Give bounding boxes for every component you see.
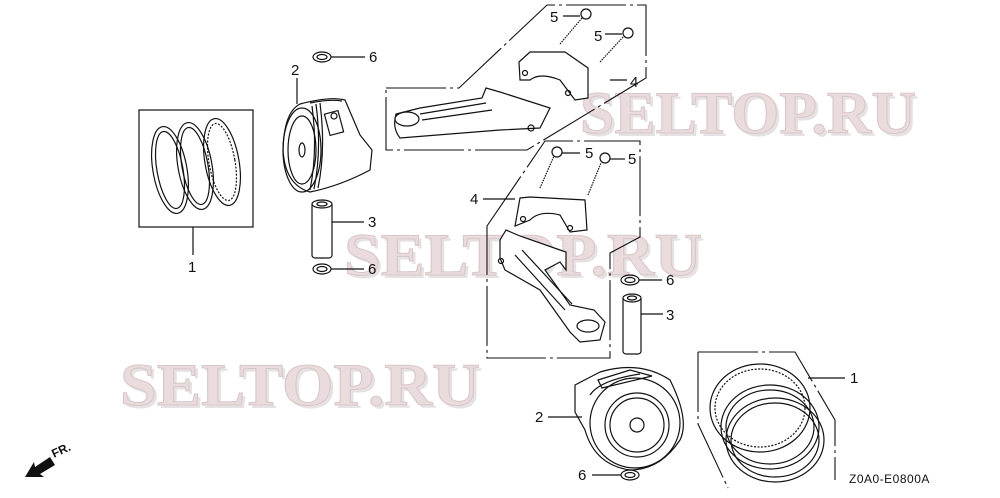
- callout-6-middle: 6: [666, 272, 674, 289]
- piston-lower: [548, 366, 684, 471]
- callout-1-lower: 1: [850, 370, 858, 387]
- callout-6-lower: 6: [578, 467, 586, 484]
- callout-1-upper: 1: [188, 259, 196, 276]
- connecting-rod-bolt-middle-2: [587, 152, 625, 196]
- connecting-rod-upper: [385, 4, 647, 151]
- piston-pin-upper: [311, 199, 364, 259]
- piston-pin-clip-lower: [592, 469, 640, 481]
- svg-text:SELTOP.RU: SELTOP.RU: [583, 83, 919, 149]
- svg-text:SELTOP.RU: SELTOP.RU: [120, 352, 480, 418]
- callout-5-middle-1: 5: [585, 145, 593, 162]
- drawing-code: Z0A0-E0800A: [849, 472, 930, 486]
- watermark-bottom-left: SELTOP.RU SELTOP.RU: [120, 352, 484, 422]
- watermark-top-right: SELTOP.RU SELTOP.RU: [580, 80, 920, 150]
- front-direction-label: FR.: [49, 440, 72, 461]
- piston-upper: [282, 78, 373, 193]
- piston-pin-clip-middle: [620, 274, 662, 286]
- piston-pin-clip-upper-top: [312, 51, 365, 63]
- front-direction-arrow-icon: [25, 457, 55, 477]
- callout-3-middle: 3: [666, 307, 674, 324]
- callout-6-upper-top: 6: [369, 49, 377, 66]
- callout-2-lower: 2: [535, 409, 543, 426]
- connecting-rod-bolt-upper-2: [599, 27, 634, 63]
- connecting-rod-middle: [483, 140, 641, 359]
- callout-4-upper: 4: [630, 74, 638, 91]
- callout-5-middle-2: 5: [628, 151, 636, 168]
- svg-text:SELTOP.RU: SELTOP.RU: [123, 355, 483, 421]
- callout-5-upper-2: 5: [594, 28, 602, 45]
- svg-text:SELTOP.RU: SELTOP.RU: [580, 80, 916, 146]
- piston-ring-set-lower: [697, 351, 845, 489]
- connecting-rod-bolt-middle-1: [539, 146, 580, 189]
- callout-3-upper: 3: [368, 214, 376, 231]
- piston-pin-middle: [622, 293, 663, 355]
- callout-4-middle: 4: [470, 191, 478, 208]
- piston-ring-set-upper: [138, 109, 254, 255]
- connecting-rod-bolt-upper-1: [559, 8, 592, 45]
- callout-5-upper-1: 5: [550, 9, 558, 26]
- piston-pin-clip-upper-bottom: [312, 263, 364, 275]
- callout-6-upper-bottom: 6: [368, 261, 376, 278]
- callout-2-upper: 2: [291, 62, 299, 79]
